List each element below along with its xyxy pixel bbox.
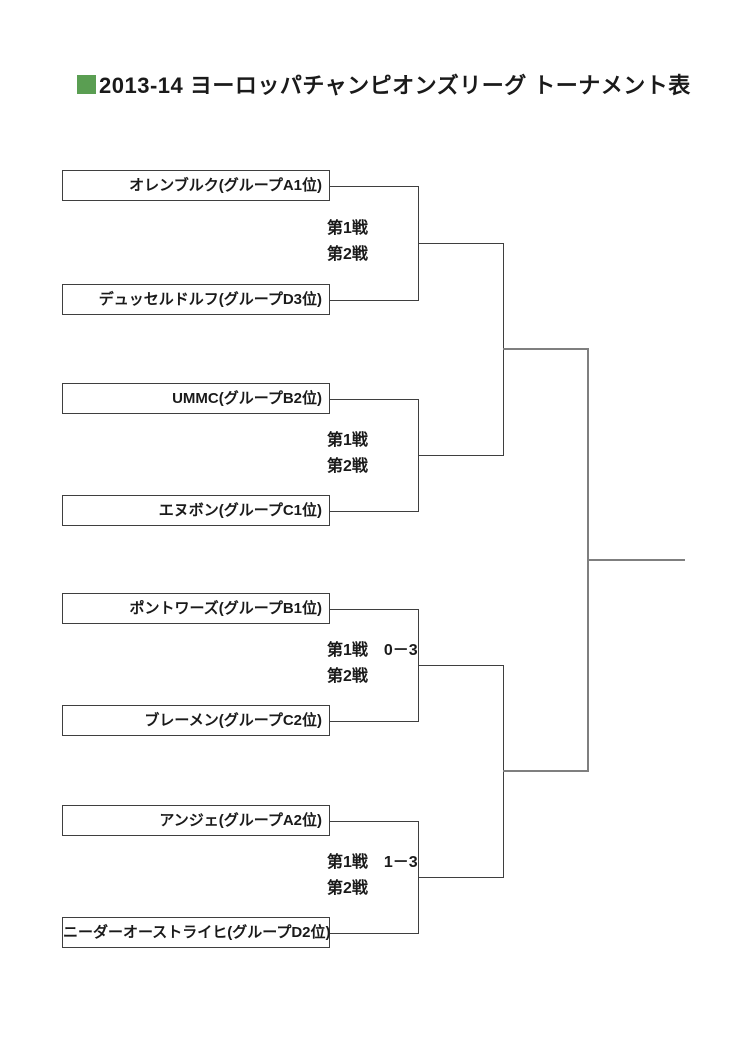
leg-label: 第2戦	[327, 880, 368, 897]
team-box-pontoise: ポントワーズ(グループB1位)	[62, 593, 330, 624]
leg-score: 1－3	[383, 854, 418, 871]
bracket-line	[330, 300, 418, 301]
match-2-leg-2: 第2戦	[327, 454, 467, 480]
team-box-bremen: ブレーメン(グループC2位)	[62, 705, 330, 736]
bracket-line	[330, 186, 418, 187]
match-1-leg-2: 第2戦	[327, 242, 467, 268]
match-4-legs: 第1戦 1－3 第2戦	[327, 850, 467, 902]
leg-label: 第2戦	[327, 246, 368, 263]
match-3-leg-1: 第1戦 0－3	[327, 638, 467, 664]
leg-label: 第1戦	[327, 854, 368, 871]
match-4-leg-1: 第1戦 1－3	[327, 850, 467, 876]
match-1-leg-1: 第1戦	[327, 216, 467, 242]
bracket-line	[330, 933, 418, 934]
bracket-line	[330, 609, 418, 610]
leg-label: 第1戦	[327, 432, 368, 449]
match-1-legs: 第1戦 第2戦	[327, 216, 467, 268]
title-bullet-icon	[77, 74, 96, 94]
leg-label: 第1戦	[327, 642, 368, 659]
team-box-angers: アンジェ(グループA2位)	[62, 805, 330, 836]
match-3-leg-2: 第2戦	[327, 664, 467, 690]
bracket-line	[418, 877, 503, 878]
bracket-line	[330, 399, 418, 400]
bracket-line	[503, 770, 588, 772]
bracket-line	[330, 821, 418, 822]
team-box-niederoesterreich: ニーダーオーストライヒ(グループD2位)	[62, 917, 331, 948]
bracket-line	[330, 721, 418, 722]
page-title: 2013-14 ヨーロッパチャンピオンズリーグ トーナメント表	[77, 68, 691, 100]
team-box-ummc: UMMC(グループB2位)	[62, 383, 330, 414]
bracket-line	[330, 511, 418, 512]
bracket-line	[418, 455, 503, 456]
match-2-leg-1: 第1戦	[327, 428, 467, 454]
team-box-duesseldorf: デュッセルドルフ(グループD3位)	[62, 284, 330, 315]
bracket-line	[587, 559, 685, 561]
leg-label: 第2戦	[327, 458, 368, 475]
leg-label: 第1戦	[327, 220, 368, 237]
bracket-line	[503, 348, 588, 350]
team-box-esbvv: エヌボン(グループC1位)	[62, 495, 330, 526]
bracket-line	[418, 243, 503, 244]
match-2-legs: 第1戦 第2戦	[327, 428, 467, 480]
bracket-line	[418, 665, 503, 666]
team-box-orenburg: オレンブルク(グループA1位)	[62, 170, 330, 201]
page-title-text: 2013-14 ヨーロッパチャンピオンズリーグ トーナメント表	[99, 73, 691, 98]
leg-label: 第2戦	[327, 668, 368, 685]
match-3-legs: 第1戦 0－3 第2戦	[327, 638, 467, 690]
leg-score: 0－3	[383, 642, 418, 659]
match-4-leg-2: 第2戦	[327, 876, 467, 902]
